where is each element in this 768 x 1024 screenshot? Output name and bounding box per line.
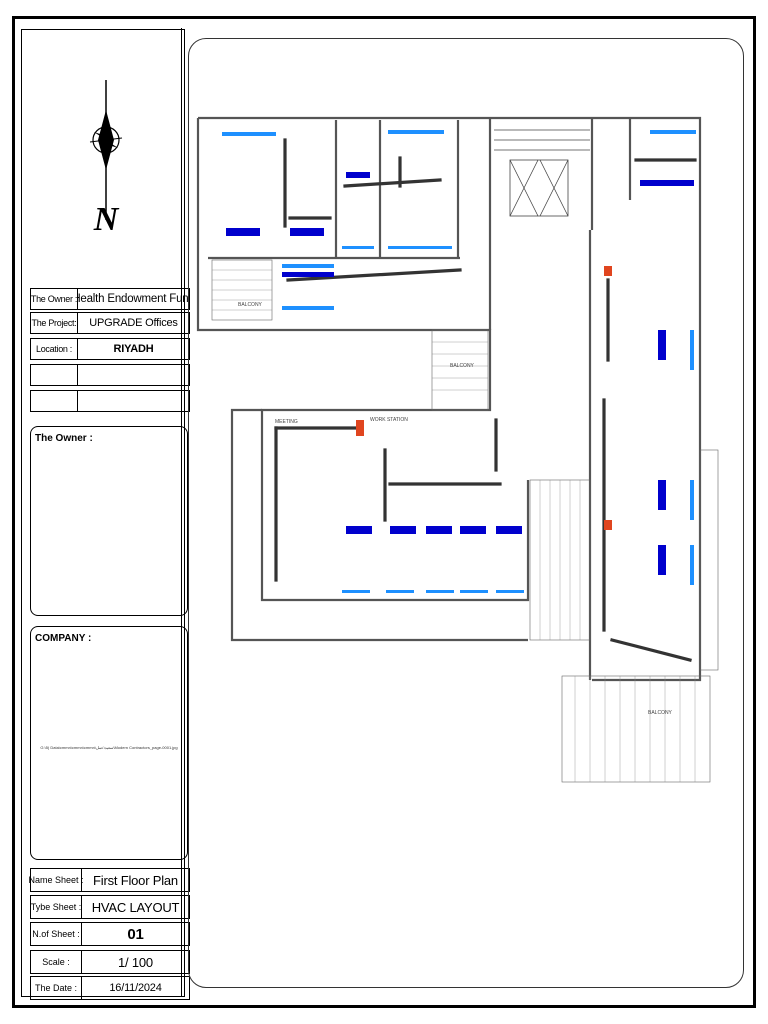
name-sheet-label: Name Sheet : [28, 869, 84, 891]
drawing-frame [188, 38, 744, 988]
project-value: UPGRADE Offices [89, 317, 178, 329]
meeting-label: MEETING [275, 419, 298, 425]
location-label: Location : [31, 339, 78, 359]
owner-panel: The Owner : [30, 426, 188, 616]
title-block: N The Owner : Health Endowment Fund The … [21, 29, 190, 1000]
company-panel-title: COMPANY : [35, 633, 92, 644]
blank-row [30, 364, 190, 386]
type-sheet-row: Tybe Sheet : HVAC LAYOUT [30, 895, 190, 919]
north-letter: N [93, 201, 120, 238]
type-sheet-label: Tybe Sheet : [31, 896, 82, 918]
duct-runs [274, 138, 697, 662]
date-value: 16/11/2024 [109, 982, 162, 994]
balcony-label: BALCONY [450, 363, 475, 369]
sheet-number-value: 01 [127, 925, 144, 943]
name-sheet-value: First Floor Plan [93, 872, 178, 888]
name-sheet-row: Name Sheet : First Floor Plan [28, 868, 190, 892]
owner-panel-title: The Owner : [35, 433, 93, 444]
date-row: The Date : 16/11/2024 [30, 976, 190, 1000]
date-label: The Date : [31, 977, 82, 999]
project-row: The Project: UPGRADE Offices [30, 312, 190, 334]
indoor-units [226, 172, 694, 575]
balcony-label: BALCONY [648, 710, 673, 716]
sheet-number-row: N.of Sheet : 01 [30, 922, 190, 946]
project-label: The Project: [31, 313, 78, 333]
stair-elevator [494, 129, 590, 217]
supply-diffusers [222, 130, 696, 593]
balcony-hatching [212, 269, 696, 782]
scale-label: Scale : [31, 951, 82, 973]
north-arrow-icon: N [89, 80, 123, 238]
plan-text-labels: BALCONY BALCONY BALCONY WORK STATION MEE… [238, 302, 673, 716]
equipment-markers [356, 266, 612, 530]
work-station-label: WORK STATION [370, 417, 408, 423]
company-logo-path: G:\5) Data\cmmn\cmmn\cmmn\سعيد\عمل\Moder… [40, 745, 178, 750]
owner-row: The Owner : Health Endowment Fund [30, 288, 190, 310]
owner-label: The Owner : [31, 289, 78, 309]
owner-value: Health Endowment Fund [78, 293, 189, 305]
scale-row: Scale : 1/ 100 [30, 950, 190, 974]
location-row: Location : RIYADH [30, 338, 190, 360]
sheet-number-label: N.of Sheet : [31, 923, 82, 945]
company-panel: COMPANY : G:\5) Data\cmmn\cmmn\cmmn\سعيد… [30, 626, 188, 860]
sheet-divider [181, 28, 182, 996]
blank-row [30, 390, 190, 412]
balconies [211, 259, 719, 783]
balcony-label: BALCONY [238, 302, 263, 308]
scale-value: 1/ 100 [118, 954, 153, 970]
type-sheet-value: HVAC LAYOUT [91, 899, 180, 915]
location-value: RIYADH [113, 343, 154, 355]
plan-walls [196, 116, 702, 682]
